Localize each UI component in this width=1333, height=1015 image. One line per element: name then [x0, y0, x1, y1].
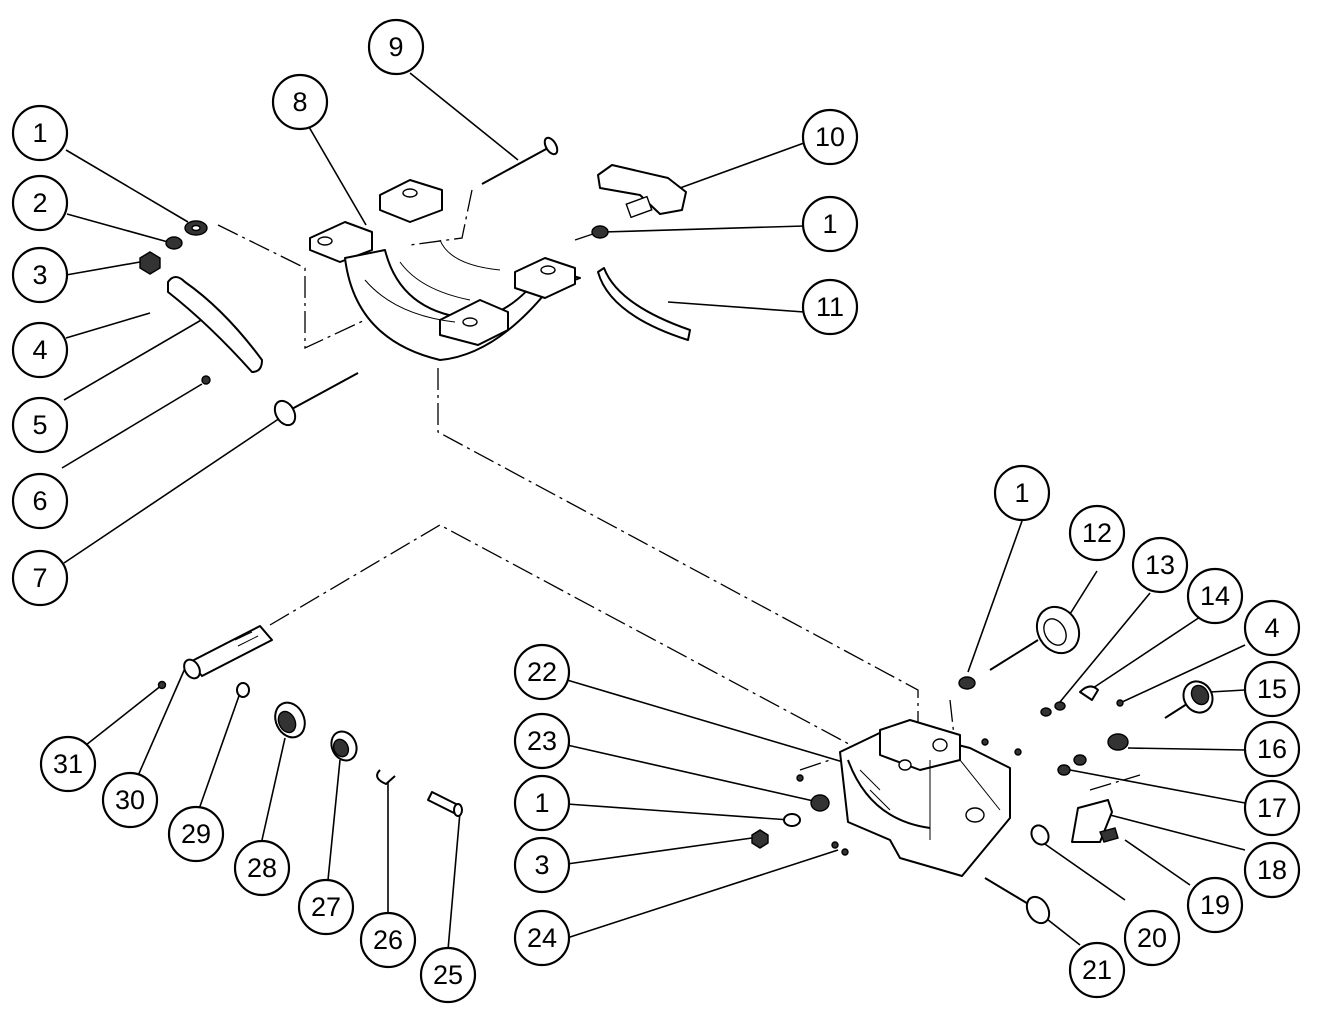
callout-label: 31	[53, 749, 83, 779]
callout-30: 30	[101, 771, 159, 829]
callout-1: 1	[11, 104, 69, 162]
callout-label: 29	[181, 819, 211, 849]
leader-lines	[61, 72, 1246, 951]
knob-icon	[989, 605, 1081, 671]
adjust-knob-icon	[1164, 680, 1214, 719]
callout-26: 26	[359, 911, 417, 969]
callout-label: 3	[32, 260, 47, 290]
callout-label: 6	[32, 486, 47, 516]
callout-24: 24	[513, 909, 571, 967]
callout-20: 20	[1123, 909, 1181, 967]
callout-label: 10	[815, 122, 845, 152]
lock-handle-icon	[597, 164, 687, 215]
callout-label: 30	[115, 785, 145, 815]
nut-icon	[165, 236, 183, 250]
callout-label: 21	[1082, 955, 1112, 985]
pointer-plate-icon	[167, 276, 263, 373]
callout-label: 18	[1257, 855, 1287, 885]
callout-1: 1	[801, 195, 859, 253]
callout-label: 26	[373, 925, 403, 955]
callout-7: 7	[11, 549, 69, 607]
callout-label: 20	[1137, 923, 1167, 953]
callout-label: 5	[32, 410, 47, 440]
callout-label: 3	[534, 850, 549, 880]
callout-9: 9	[367, 18, 425, 76]
callout-label: 22	[527, 657, 557, 687]
callout-label: 1	[32, 118, 47, 148]
screw-icon	[201, 375, 211, 385]
callout-21: 21	[1068, 941, 1126, 999]
callout-label: 11	[816, 292, 844, 322]
callout-label: 27	[311, 892, 341, 922]
callout-3: 3	[513, 836, 571, 894]
callout-12: 12	[1068, 504, 1126, 562]
callout-label: 13	[1145, 550, 1175, 580]
shaft-icon	[189, 625, 273, 677]
callout-6: 6	[11, 472, 69, 530]
bolt-icon	[543, 136, 559, 156]
upper-assembly	[139, 136, 691, 427]
callout-19: 19	[1186, 876, 1244, 934]
shaft-assembly	[157, 625, 463, 817]
callout-label: 15	[1257, 674, 1287, 704]
callout-label: 2	[32, 188, 47, 218]
scale-strip-icon	[597, 267, 691, 341]
callout-31: 31	[39, 735, 97, 793]
callout-18: 18	[1243, 841, 1301, 899]
part-callouts: 1 2 3 4 5 6 7 8 9 10 1 11 1 12 13 14 4 1…	[11, 18, 1301, 1004]
callout-8: 8	[271, 73, 329, 131]
callout-label: 14	[1200, 581, 1230, 611]
callout-22: 22	[513, 643, 571, 701]
callout-label: 17	[1257, 793, 1287, 823]
gear-large-icon	[274, 701, 306, 739]
callout-label: 12	[1082, 518, 1112, 548]
callout-label: 25	[433, 960, 463, 990]
callout-11: 11	[801, 278, 859, 336]
callout-29: 29	[167, 805, 225, 863]
callout-3: 3	[11, 246, 69, 304]
callout-label: 28	[247, 853, 277, 883]
base-assembly	[751, 605, 1214, 925]
trunnion-bracket	[309, 179, 581, 361]
callout-5: 5	[11, 396, 69, 454]
callout-1: 1	[993, 464, 1051, 522]
callout-1: 1	[513, 774, 571, 832]
retaining-ring-icon	[376, 769, 396, 785]
callout-28: 28	[233, 839, 291, 897]
callout-4: 4	[11, 321, 69, 379]
callout-27: 27	[297, 878, 355, 936]
callout-label: 4	[32, 335, 47, 365]
bearing-icon	[330, 730, 358, 762]
pivot-pin-icon	[289, 372, 359, 411]
callout-16: 16	[1243, 720, 1301, 778]
callout-label: 9	[388, 32, 403, 62]
callout-14: 14	[1186, 567, 1244, 625]
callout-label: 1	[822, 209, 837, 239]
callout-2: 2	[11, 174, 69, 232]
callout-label: 19	[1200, 890, 1230, 920]
callout-label: 8	[292, 87, 307, 117]
callout-label: 1	[1014, 478, 1029, 508]
callout-label: 7	[32, 563, 47, 593]
callout-23: 23	[513, 712, 571, 770]
callout-label: 16	[1257, 734, 1287, 764]
washer-hole-icon	[191, 224, 201, 232]
callout-17: 17	[1243, 779, 1301, 837]
callout-15: 15	[1243, 660, 1301, 718]
callout-label: 4	[1264, 613, 1279, 643]
callout-label: 1	[534, 788, 549, 818]
callout-label: 23	[527, 726, 557, 756]
callout-10: 10	[801, 108, 859, 166]
callout-4: 4	[1243, 599, 1301, 657]
callout-25: 25	[419, 946, 477, 1004]
callout-13: 13	[1131, 536, 1189, 594]
hex-nut-icon	[139, 251, 161, 275]
callout-label: 24	[527, 923, 557, 953]
